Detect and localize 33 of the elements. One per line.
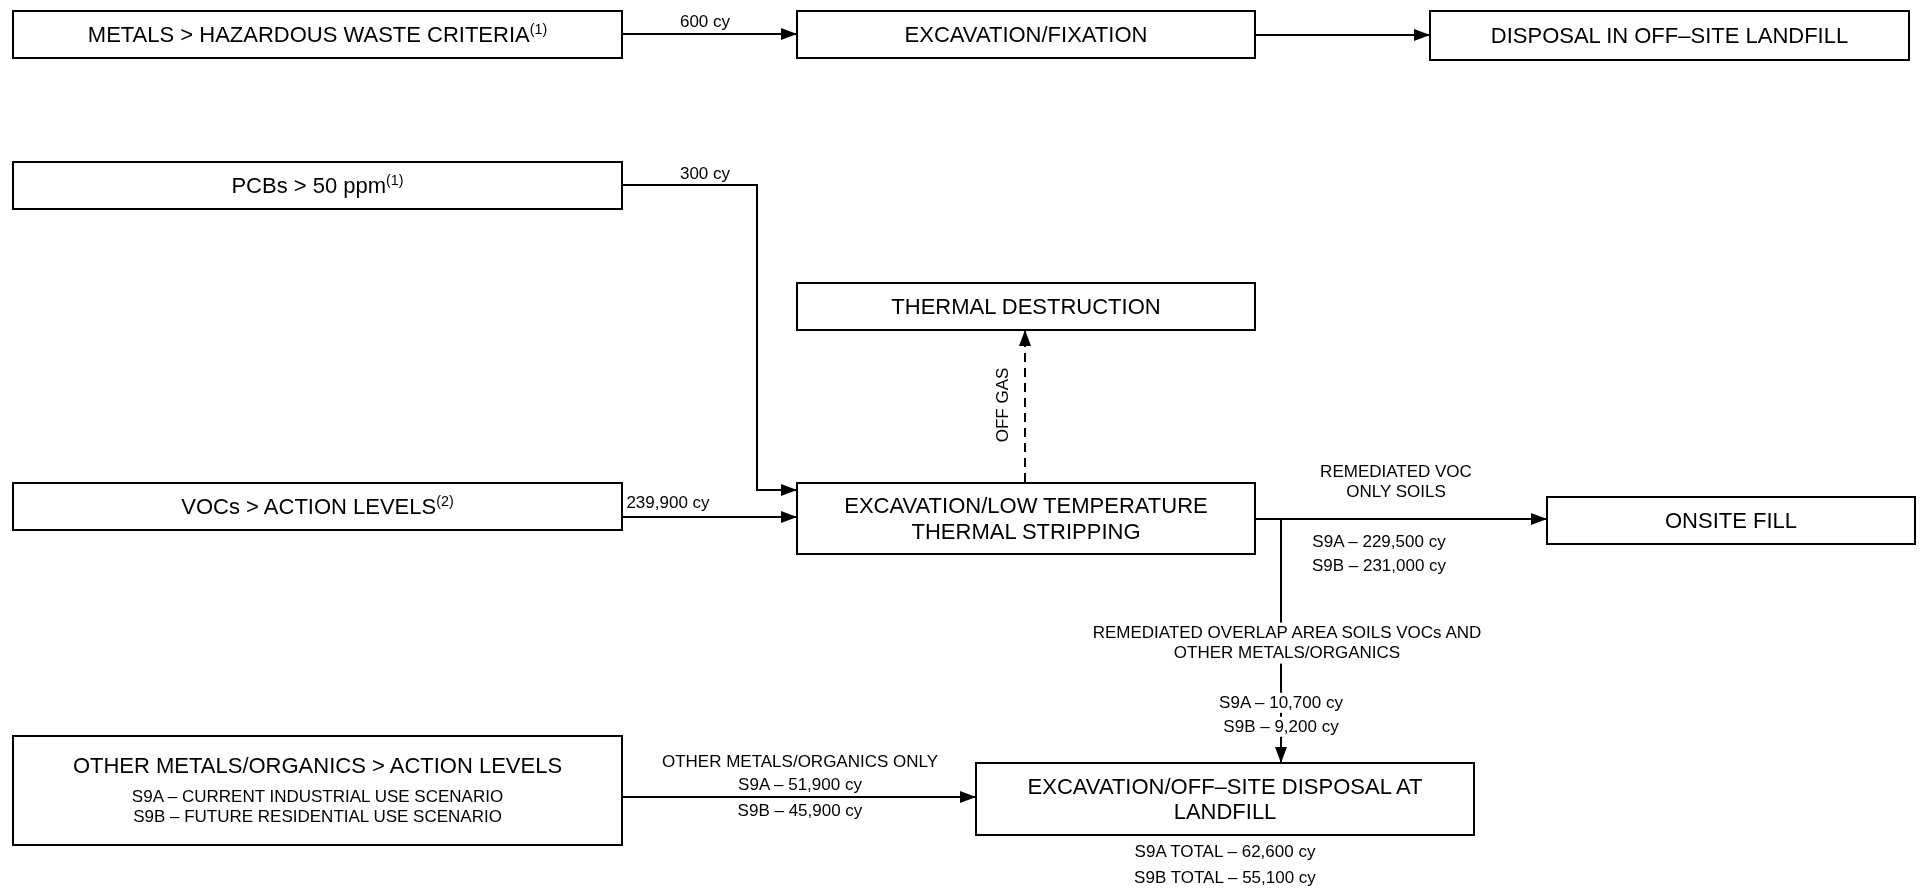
volume-label: S9A – 51,900 cy xyxy=(737,774,863,796)
box-text: S9B – FUTURE RESIDENTIAL USE SCENARIO xyxy=(133,807,502,828)
box-text: EXCAVATION/FIXATION xyxy=(904,21,1148,48)
volume-label: S9A – 10,700 cy xyxy=(1217,692,1345,714)
process-box xyxy=(796,10,1256,59)
box-text: OTHER METALS/ORGANICS > ACTION LEVELS xyxy=(72,753,563,779)
volume-label: S9B – 45,900 cy xyxy=(736,800,864,822)
box-text: VOCs > ACTION LEVELS$^{(2)}$ xyxy=(181,493,454,520)
process-box xyxy=(796,282,1256,331)
process-box xyxy=(975,762,1475,836)
arrow xyxy=(622,184,797,496)
process-box xyxy=(12,735,623,846)
box-text: ONSITE FILL xyxy=(1664,507,1797,534)
process-box xyxy=(1546,496,1916,545)
process-box xyxy=(12,10,623,59)
box-text: METALS > HAZARDOUS WASTE CRITERIA$^{(1)}$ xyxy=(87,21,548,48)
arrow xyxy=(622,28,797,40)
process-box xyxy=(796,482,1256,555)
box-text: S9A – CURRENT INDUSTRIAL USE SCENARIO xyxy=(131,786,504,808)
edge-label: REMEDIATED VOC ONLY SOILS xyxy=(1319,461,1473,503)
process-box xyxy=(12,161,623,210)
arrow xyxy=(1255,29,1430,41)
box-text: DISPOSAL IN OFF–SITE LANDFILL xyxy=(1490,22,1849,49)
box-text: EXCAVATION/LOW TEMPERATURE THERMAL STRIPPING xyxy=(843,493,1209,544)
box-text: THERMAL DESTRUCTION xyxy=(891,293,1161,320)
arrow xyxy=(622,511,797,523)
box-text: PCBs > 50 ppm$^{(1)}$ xyxy=(231,172,404,199)
process-box xyxy=(12,482,623,531)
box-text: EXCAVATION/OFF–SITE DISPOSAL AT LANDFILL xyxy=(1026,773,1424,825)
arrow xyxy=(622,791,976,803)
arrow xyxy=(1019,330,1031,483)
process-box xyxy=(1429,10,1910,61)
volume-label: S9B – 9,200 cy xyxy=(1221,716,1341,738)
